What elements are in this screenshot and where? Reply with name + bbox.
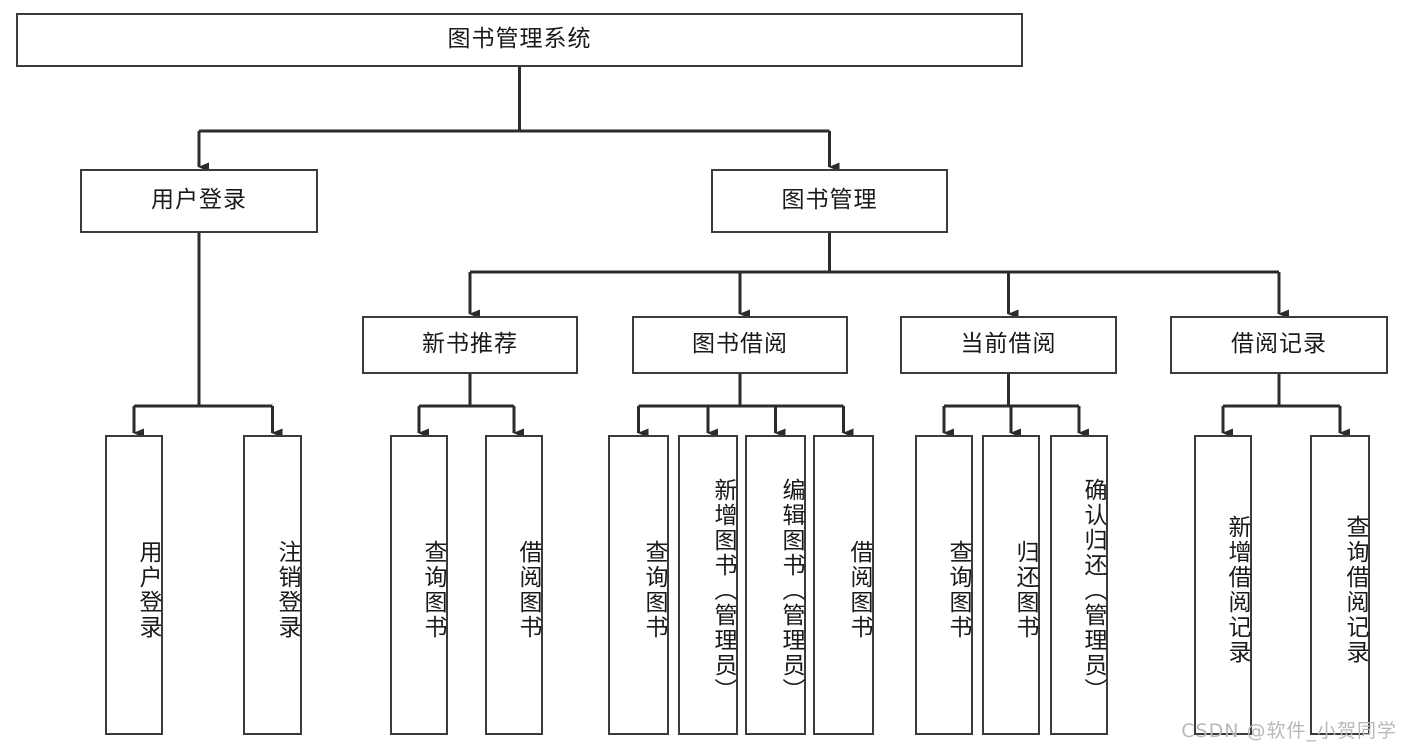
node-label: 查询图书 (945, 540, 971, 640)
leaf-node: 查询图书 (915, 435, 973, 735)
leaf-node: 借阅图书 (485, 435, 543, 735)
node-label: 归还图书 (1012, 540, 1038, 640)
csdn-watermark: CSDN @软件_小贺同学 (1181, 720, 1397, 742)
leaf-node: 编辑图书（管理员） (745, 435, 806, 735)
leaf-node: 归还图书 (982, 435, 1040, 735)
node-label: 用户登录 (135, 540, 161, 640)
root-node: 图书管理系统 (16, 13, 1023, 67)
leaf-node: 新增图书（管理员） (678, 435, 738, 735)
node-label: 用户登录 (151, 187, 247, 214)
node-label: 图书管理系统 (447, 26, 592, 53)
leaf-node: 确认归还（管理员） (1050, 435, 1108, 735)
level3-node: 图书借阅 (632, 316, 848, 374)
level3-node: 当前借阅 (900, 316, 1117, 374)
node-label: 新增图书（管理员） (710, 477, 736, 703)
node-label: 确认归还（管理员） (1080, 477, 1106, 703)
node-label: 查询借阅记录 (1342, 515, 1368, 665)
node-label: 借阅图书 (846, 540, 872, 640)
level2-node: 用户登录 (80, 169, 318, 233)
node-label: 借阅图书 (515, 540, 541, 640)
node-label: 当前借阅 (960, 331, 1057, 358)
leaf-node: 用户登录 (105, 435, 163, 735)
level3-node: 借阅记录 (1170, 316, 1388, 374)
leaf-node: 查询图书 (390, 435, 448, 735)
leaf-node: 查询图书 (608, 435, 669, 735)
node-label: 查询图书 (641, 540, 667, 640)
node-label: 新书推荐 (422, 331, 518, 358)
node-label: 查询图书 (420, 540, 446, 640)
node-label: 图书管理 (781, 187, 878, 214)
node-label: 注销登录 (274, 540, 300, 640)
node-label: 图书借阅 (692, 331, 788, 358)
level2-node: 图书管理 (711, 169, 948, 233)
node-label: 编辑图书（管理员） (778, 477, 804, 703)
level3-node: 新书推荐 (362, 316, 578, 374)
leaf-node: 注销登录 (243, 435, 302, 735)
leaf-node: 新增借阅记录 (1194, 435, 1252, 735)
node-label: 借阅记录 (1231, 331, 1327, 358)
leaf-node: 借阅图书 (813, 435, 874, 735)
leaf-node: 查询借阅记录 (1310, 435, 1370, 735)
node-label: 新增借阅记录 (1224, 515, 1250, 665)
